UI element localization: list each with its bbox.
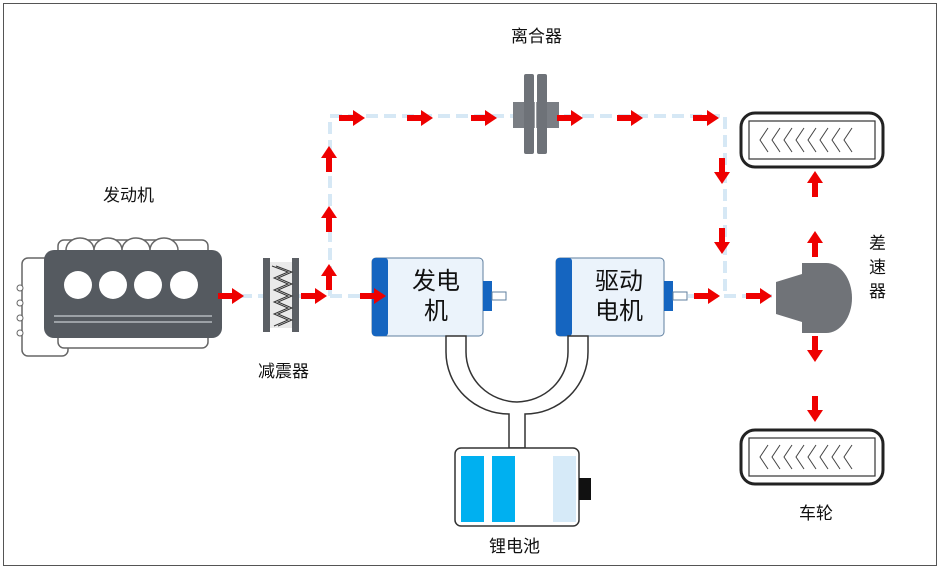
differential-label-char1: 差 <box>869 234 886 254</box>
battery-label: 锂电池 <box>489 537 540 557</box>
outer-frame <box>3 3 937 566</box>
engine <box>16 237 222 357</box>
drive-motor <box>555 257 688 337</box>
differential-label-char3: 器 <box>869 282 886 302</box>
wheel-bottom <box>739 428 885 486</box>
wheel-label: 车轮 <box>799 504 833 524</box>
battery <box>454 447 591 527</box>
motor-label: 驱动 电机 <box>577 266 661 326</box>
differential-label-char2: 速 <box>869 258 886 278</box>
generator-label-line2: 机 <box>424 297 448 325</box>
differential-label: 差 速 器 <box>869 232 886 304</box>
clutch-label: 离合器 <box>511 27 562 47</box>
power-path <box>222 114 780 298</box>
clutch <box>513 74 559 154</box>
motor-label-line1: 驱动 <box>595 267 643 295</box>
damper <box>263 258 299 332</box>
wheel-top <box>739 111 885 169</box>
generator-label-line1: 发电 <box>412 267 460 295</box>
generator-label: 发电 机 <box>393 266 479 326</box>
damper-label: 减震器 <box>258 362 309 382</box>
battery-connector <box>445 335 589 449</box>
motor-label-line2: 电机 <box>595 297 643 325</box>
engine-label: 发动机 <box>103 186 154 206</box>
differential <box>776 263 852 333</box>
